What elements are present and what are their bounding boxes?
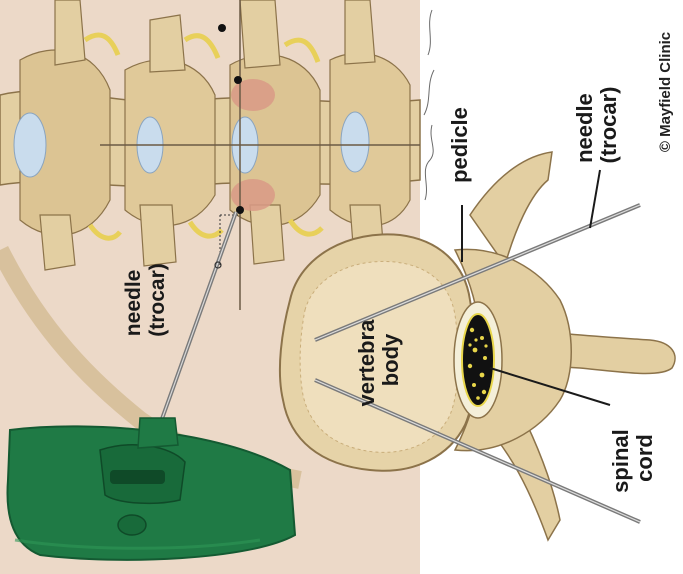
marker-dot-mid — [234, 76, 242, 84]
copyright-label: © Mayfield Clinic — [657, 32, 674, 152]
pedicle-label: pedicle — [447, 107, 472, 183]
needle-right-label: needle (trocar) — [572, 86, 621, 163]
marker-dot-top — [218, 24, 226, 32]
needle-left-label: needle (trocar) — [122, 263, 169, 337]
